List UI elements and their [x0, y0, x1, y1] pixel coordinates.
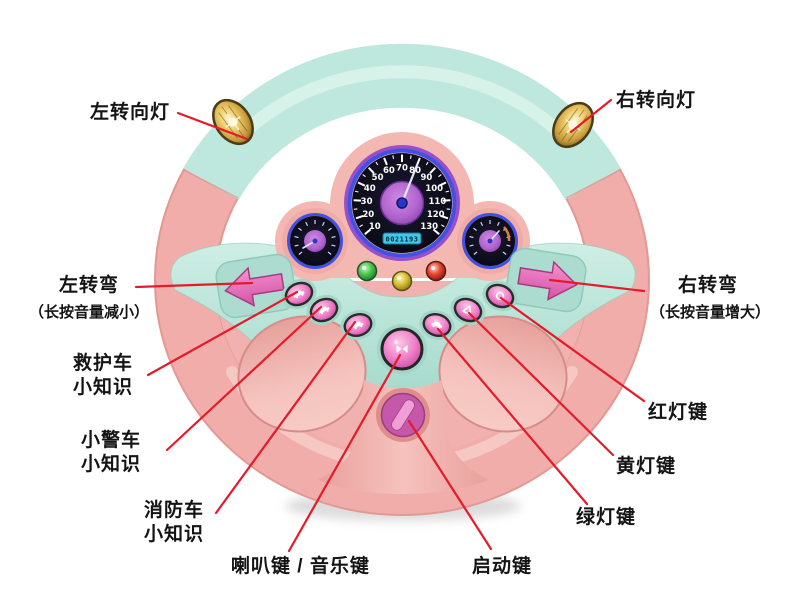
- label-right-turn-title: 右转弯: [677, 275, 738, 296]
- line-fire: [214, 320, 357, 515]
- yellow-light: [391, 270, 413, 292]
- warning-triangle-icon: [462, 305, 472, 316]
- rim-seam-left: [183, 169, 239, 199]
- label-fire-line1: 消防车: [143, 500, 204, 521]
- label-fire-line2: 小知识: [143, 524, 204, 545]
- police-car-button: [306, 294, 342, 326]
- yellow-light-button: [450, 294, 486, 326]
- speedometer-number: 90: [420, 173, 432, 183]
- line-horn: [287, 353, 402, 553]
- label-fire-truck: 消防车 小知识: [124, 499, 224, 547]
- speedometer-needle: [400, 163, 419, 205]
- label-left-turn: 左转弯 （长按音量减小）: [28, 274, 150, 325]
- speedometer-ticks: [353, 154, 451, 235]
- right-mini-gauge: [462, 213, 518, 269]
- line-yellow-key: [467, 311, 615, 457]
- signal-lamp-icon: [495, 291, 505, 301]
- left-grip-opening: [237, 315, 367, 433]
- line-right-turn: [548, 278, 646, 293]
- red-light: [425, 260, 447, 282]
- label-green-key: 绿灯键: [576, 507, 637, 528]
- label-left-turn-sub: （长按音量减小）: [28, 304, 149, 321]
- label-police-line1: 小警车: [80, 430, 141, 451]
- right-arrow-icon: [517, 260, 578, 301]
- label-horn-key: 喇叭键 / 音乐键: [231, 556, 370, 577]
- horn-icon: [396, 345, 408, 353]
- line-police: [165, 305, 323, 452]
- speedometer-number: 20: [362, 210, 374, 220]
- speedometer-number: 10: [369, 222, 381, 232]
- green-light: [356, 260, 378, 282]
- line-left-signal: [176, 111, 249, 141]
- speedometer-number: 130: [420, 222, 438, 232]
- label-start-key: 启动键: [472, 556, 533, 577]
- right-grip-opening: [438, 315, 568, 433]
- car-icon: [431, 321, 443, 329]
- speedometer: 102030405060708090100110120130 0021193: [344, 145, 460, 261]
- line-left-turn: [134, 281, 254, 289]
- right-turn-button: [505, 247, 587, 313]
- mini-gauge-ticks: [294, 220, 336, 255]
- label-right-turn-sub: （长按音量增大）: [650, 304, 771, 321]
- line-right-signal: [569, 98, 613, 134]
- left-arrow-icon: [224, 266, 285, 307]
- fire-truck-button: [340, 310, 376, 340]
- line-start: [407, 419, 493, 551]
- label-police: 小警车 小知识: [61, 429, 161, 477]
- line-green-key: [436, 327, 589, 506]
- label-yellow-key: 黄灯键: [616, 456, 677, 477]
- annotation-lines: [134, 98, 646, 553]
- speedometer-number: 30: [361, 197, 373, 207]
- ambulance-button: [281, 278, 317, 310]
- speedometer-numbers: 102030405060708090100110120130: [361, 164, 447, 232]
- speedometer-number: 50: [372, 173, 384, 183]
- green-light-button: [419, 310, 455, 340]
- left-mini-gauge: [287, 213, 343, 269]
- start-knob: [376, 388, 430, 442]
- odometer-reading: 0021193: [385, 236, 418, 244]
- speedometer-number: 100: [425, 184, 443, 194]
- label-ambulance: 救护车 小知识: [53, 352, 153, 400]
- label-right-turn-signal: 右转向灯: [616, 90, 697, 111]
- label-police-line2: 小知识: [80, 454, 141, 475]
- ignition-key-lever: [390, 399, 416, 431]
- left-turn-button: [215, 253, 297, 319]
- speedometer-number: 110: [429, 197, 447, 207]
- odometer: [382, 232, 422, 245]
- speedometer-number: 40: [364, 184, 376, 194]
- horn-button: [377, 324, 427, 374]
- right-turn-signal-light: [552, 101, 594, 149]
- label-ambulance-line1: 救护车: [72, 353, 133, 374]
- line-ambulance: [146, 290, 299, 377]
- rim-seam-right: [565, 169, 621, 199]
- speedometer-number: 60: [383, 166, 395, 176]
- police-car-icon: [318, 306, 330, 314]
- label-left-turn-title: 左转弯: [58, 275, 119, 296]
- label-red-key: 红灯键: [648, 402, 709, 423]
- speedometer-number: 70: [396, 164, 408, 174]
- label-left-turn-signal: 左转向灯: [90, 102, 171, 123]
- rim-mint-gloss: [240, 65, 564, 137]
- label-right-turn: 右转弯 （长按音量增大）: [650, 274, 771, 325]
- speedometer-number: 120: [427, 210, 445, 220]
- line-red-key: [499, 296, 646, 403]
- label-ambulance-line2: 小知识: [72, 377, 133, 398]
